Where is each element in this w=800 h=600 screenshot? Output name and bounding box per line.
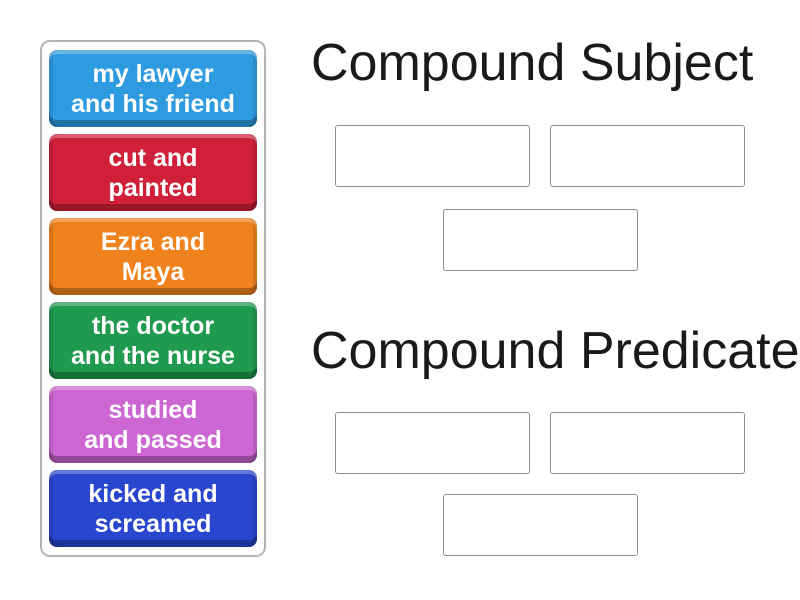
tile-text-line: the doctor [91,311,215,340]
drop-slot-subject-2[interactable] [550,125,745,187]
tile-text-line: studied [108,395,198,424]
draggable-tile-studied-passed[interactable]: studied and passed [49,386,257,463]
draggable-tile-kicked-screamed[interactable]: kicked and screamed [49,470,257,547]
drop-slot-subject-1[interactable] [335,125,530,187]
group-title-compound-predicate: Compound Predicate [311,322,800,380]
tile-text-line: kicked and [88,479,218,508]
draggable-tile-doctor-nurse[interactable]: the doctor and the nurse [49,302,257,379]
tile-text-line: and his friend [71,89,235,118]
drop-slot-predicate-1[interactable] [335,412,530,474]
tile-text-line: Ezra and [100,227,206,256]
draggable-tile-my-lawyer[interactable]: my lawyer and his friend [49,50,257,127]
drop-slot-predicate-3[interactable] [443,494,638,556]
tile-text-line: Maya [121,257,185,286]
tile-text-line: cut and [108,143,198,172]
group-title-compound-subject: Compound Subject [311,34,754,92]
draggable-tile-cut-painted[interactable]: cut and painted [49,134,257,211]
drop-slot-predicate-2[interactable] [550,412,745,474]
tile-tray: my lawyer and his friend cut and painted… [40,40,266,557]
tile-text-line: screamed [94,509,212,538]
tile-text-line: painted [108,173,198,202]
drop-slot-subject-3[interactable] [443,209,638,271]
tile-text-line: and passed [84,425,222,454]
tile-text-line: and the nurse [71,341,235,370]
tile-text-line: my lawyer [92,59,214,88]
draggable-tile-ezra-maya[interactable]: Ezra and Maya [49,218,257,295]
